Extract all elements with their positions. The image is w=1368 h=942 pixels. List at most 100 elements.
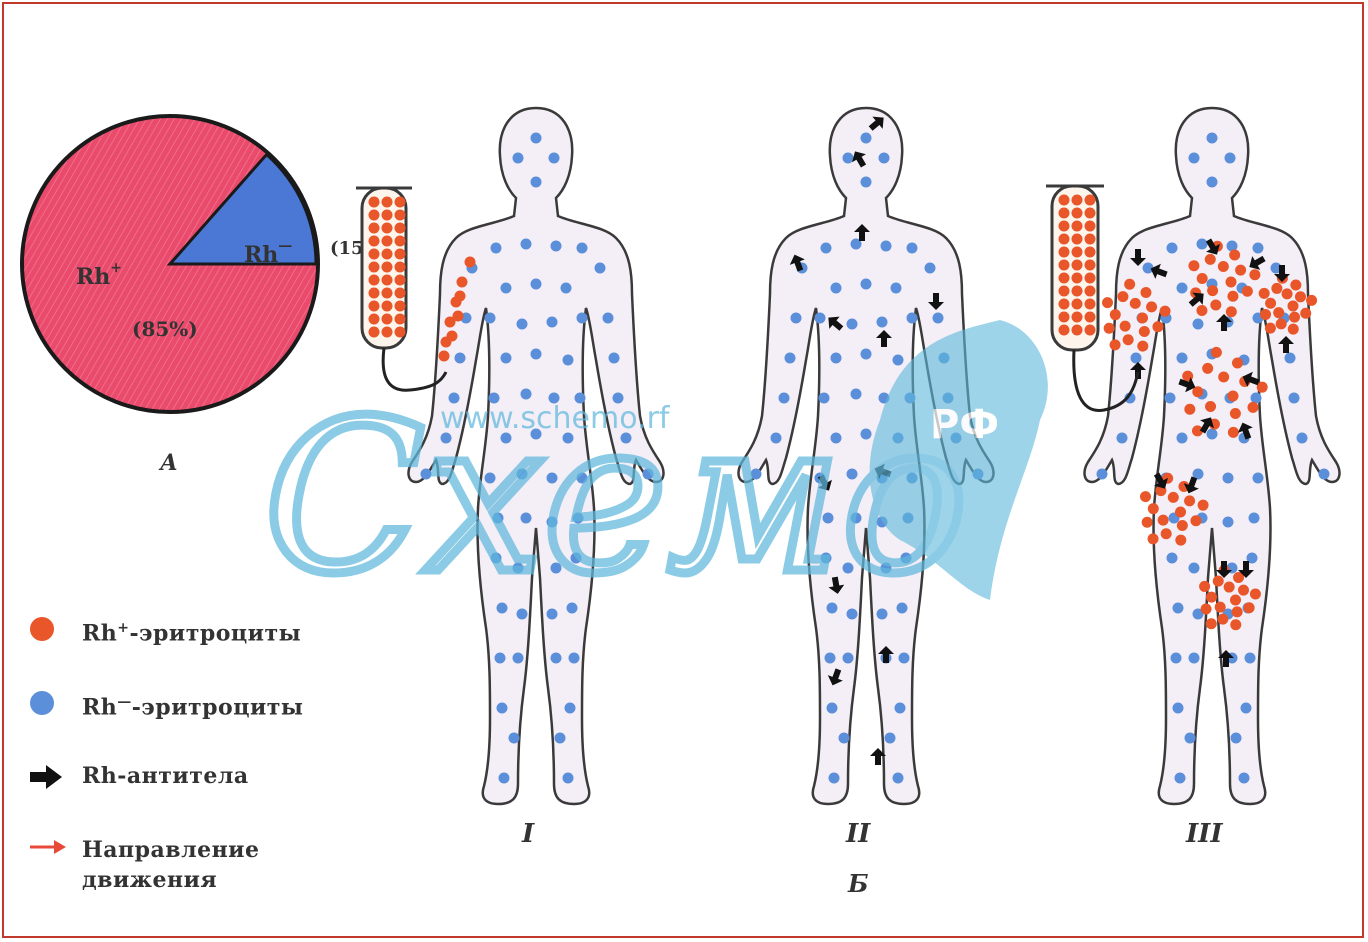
rh-positive-cell xyxy=(1085,273,1096,284)
rh-negative-cell xyxy=(785,353,796,364)
rh-positive-cell xyxy=(369,275,380,286)
rh-positive-cell xyxy=(1152,321,1163,332)
rh-negative-cell xyxy=(565,703,576,714)
rh-positive-cell xyxy=(369,301,380,312)
rh-negative-cell xyxy=(609,353,620,364)
rh-positive-cell xyxy=(1199,581,1210,592)
rh-positive-cell xyxy=(1085,195,1096,206)
rh-negative-cell xyxy=(485,313,496,324)
rh-negative-cell xyxy=(1223,517,1234,528)
rh-positive-cell xyxy=(1201,604,1212,615)
rh-positive-cell xyxy=(1232,606,1243,617)
rh-positive-cell xyxy=(1238,585,1249,596)
rh-positive-cell xyxy=(1161,528,1172,539)
rh-positive-cell xyxy=(1120,321,1131,332)
rh-positive-cell xyxy=(1218,261,1229,272)
rh-positive-cell xyxy=(1085,299,1096,310)
legend-label-rh-negative: Rh—-эритроциты xyxy=(82,687,303,722)
rh-positive-cell xyxy=(1059,221,1070,232)
rh-positive-cell xyxy=(1085,234,1096,245)
rh-positive-cell xyxy=(1072,247,1083,258)
watermark-url: www.schemo.rf xyxy=(440,401,671,436)
rh-negative-cell xyxy=(501,353,512,364)
rh-negative-cell xyxy=(1177,353,1188,364)
rh-positive-cell xyxy=(1059,312,1070,323)
rh-negative-cell xyxy=(861,279,872,290)
rh-positive-cell xyxy=(1257,382,1268,393)
rh-positive-cell xyxy=(1205,401,1216,412)
group-caption: Б xyxy=(847,869,869,898)
blue-dot-icon xyxy=(30,691,54,715)
rh-positive-cell xyxy=(1102,297,1113,308)
rh-positive-cell xyxy=(1059,299,1070,310)
rh-positive-cell xyxy=(382,327,393,338)
rh-positive-cell xyxy=(369,223,380,234)
rh-positive-cell xyxy=(1123,334,1134,345)
rh-positive-cell xyxy=(1085,247,1096,258)
rh-positive-cell xyxy=(382,314,393,325)
rh-negative-cell xyxy=(1285,353,1296,364)
rh-negative-cell xyxy=(531,133,542,144)
rh-negative-cell xyxy=(1177,433,1188,444)
rh-negative-cell xyxy=(893,355,904,366)
rh-negative-cell xyxy=(569,653,580,664)
rh-positive-cell xyxy=(439,351,450,362)
rh-positive-cell xyxy=(1139,326,1150,337)
rh-negative-cell xyxy=(899,653,910,664)
rh-positive-cell xyxy=(1124,279,1135,290)
rh-negative-cell xyxy=(491,243,502,254)
rh-positive-cell xyxy=(1140,491,1151,502)
rh-negative-cell xyxy=(1289,393,1300,404)
rh-negative-cell xyxy=(1097,469,1108,480)
rh-negative-cell xyxy=(563,773,574,784)
rh-positive-cell xyxy=(1215,602,1226,613)
rh-positive-cell xyxy=(1072,208,1083,219)
rh-positive-cell xyxy=(1273,307,1284,318)
black-arrow-icon xyxy=(28,763,64,791)
rh-positive-cell xyxy=(395,210,406,221)
rh-negative-cell xyxy=(1173,703,1184,714)
rh-positive-cell xyxy=(1290,279,1301,290)
rh-negative-cell xyxy=(815,313,826,324)
rh-negative-cell xyxy=(829,773,840,784)
rh-positive-cell xyxy=(1059,208,1070,219)
rh-negative-cell xyxy=(1225,153,1236,164)
pie-percent-rh-positive: (85%) xyxy=(132,317,198,341)
rh-negative-cell xyxy=(1167,243,1178,254)
rh-positive-cell xyxy=(1137,313,1148,324)
rh-negative-cell xyxy=(531,279,542,290)
rh-positive-cell xyxy=(1130,298,1141,309)
rh-positive-cell xyxy=(1175,507,1186,518)
rh-positive-cell xyxy=(1228,427,1239,438)
rh-negative-cell xyxy=(1131,353,1142,364)
rh-positive-cell xyxy=(1207,285,1218,296)
rh-negative-cell xyxy=(563,355,574,366)
rh-negative-cell xyxy=(603,313,614,324)
rh-negative-cell xyxy=(1253,243,1264,254)
rh-positive-cell xyxy=(1072,221,1083,232)
rh-positive-cell xyxy=(1160,306,1171,317)
rh-negative-cell xyxy=(1231,733,1242,744)
rh-negative-cell xyxy=(831,283,842,294)
orange-dot-icon xyxy=(30,617,54,641)
rh-positive-cell xyxy=(1196,305,1207,316)
rh-negative-cell xyxy=(1197,239,1208,250)
rh-positive-cell xyxy=(1247,402,1258,413)
rh-negative-cell xyxy=(531,177,542,188)
rh-positive-cell xyxy=(1190,515,1201,526)
rh-positive-cell xyxy=(1072,286,1083,297)
rh-positive-cell xyxy=(1250,588,1261,599)
rh-positive-cell xyxy=(1177,520,1188,531)
rh-negative-cell xyxy=(891,283,902,294)
rh-positive-cell xyxy=(382,288,393,299)
rh-positive-cell xyxy=(1059,195,1070,206)
rh-positive-cell xyxy=(1110,309,1121,320)
rh-negative-cell xyxy=(861,349,872,360)
watermark: Схемо www.schemo.rf РФ xyxy=(264,320,1048,620)
rh-positive-cell xyxy=(382,236,393,247)
rh-positive-cell xyxy=(1104,323,1115,334)
legend-item-rh-negative: Rh—-эритроциты xyxy=(26,679,356,753)
rh-positive-cell xyxy=(1226,277,1237,288)
rh-negative-cell xyxy=(825,653,836,664)
rh-negative-cell xyxy=(843,653,854,664)
